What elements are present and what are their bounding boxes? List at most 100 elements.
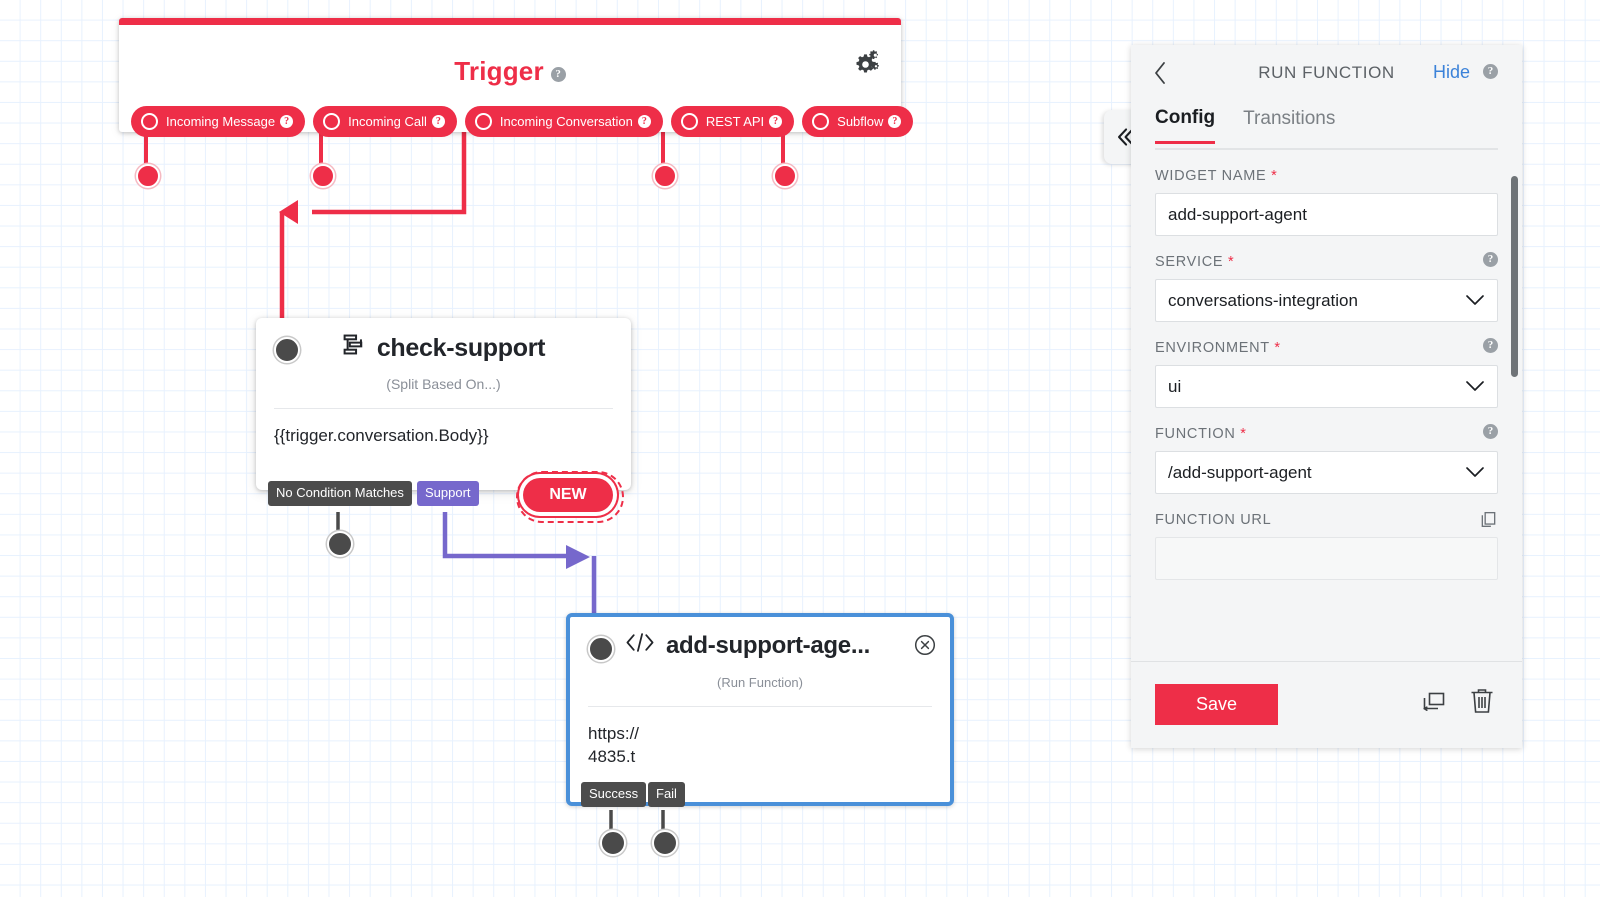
node-url: https:// 4835.t <box>570 707 950 769</box>
field-label: FUNCTION URL <box>1155 512 1498 528</box>
divider <box>588 706 932 707</box>
help-glyph: ? <box>1483 252 1498 267</box>
panel-header: RUN FUNCTION Hide ? <box>1131 45 1522 102</box>
help-icon[interactable]: ? <box>888 115 902 128</box>
function-select[interactable]: /add-support-agent <box>1155 451 1498 494</box>
environment-help-icon[interactable]: ? <box>1483 338 1498 356</box>
trigger-output-dot-rest-api[interactable] <box>653 164 677 188</box>
node-title-row: add-support-age... <box>570 631 1004 661</box>
help-glyph: ? <box>1483 424 1498 439</box>
node-header: check-support <box>256 318 631 380</box>
divider <box>274 408 613 409</box>
label-text: ENVIRONMENT <box>1155 340 1270 356</box>
trigger-output-dot-incoming-call[interactable] <box>311 164 335 188</box>
node-input-handle[interactable] <box>274 337 300 363</box>
trigger-pill-label: Incoming Message <box>166 114 276 129</box>
panel-tab-bar: Config Transitions <box>1155 102 1498 150</box>
panel-scrollbar-thumb[interactable] <box>1511 176 1518 377</box>
label-text: SERVICE <box>1155 254 1224 270</box>
trigger-help-icon[interactable]: ? <box>550 67 566 82</box>
field-service: SERVICE * ? conversations-integration <box>1155 252 1498 322</box>
trigger-title-row: Trigger? <box>119 56 901 87</box>
node-add-support-agent[interactable]: add-support-age... (Run Function) https:… <box>566 613 954 806</box>
trigger-pill-list: Incoming Message ? Incoming Call ? Incom… <box>131 106 914 137</box>
field-label: SERVICE * <box>1155 254 1498 270</box>
output-tab-support[interactable]: Support <box>417 481 479 507</box>
node-check-support[interactable]: check-support (Split Based On...) {{trig… <box>256 318 631 490</box>
trigger-accent-bar <box>119 18 901 25</box>
field-function-url: FUNCTION URL <box>1155 510 1498 580</box>
required-asterisk: * <box>1271 168 1278 184</box>
trigger-card[interactable]: Trigger? Incoming Message ? Incoming Cal… <box>119 18 914 137</box>
radio-icon <box>812 113 830 130</box>
output-tab-success[interactable]: Success <box>581 782 647 808</box>
new-transition-button[interactable]: NEW <box>523 478 613 512</box>
panel-scroll-area[interactable]: WIDGET NAME * add-support-agent SERVICE … <box>1131 148 1522 707</box>
required-asterisk: * <box>1240 426 1247 442</box>
output-endpoint-success[interactable] <box>600 830 626 856</box>
run-function-panel[interactable]: RUN FUNCTION Hide ? Config Transitions W… <box>1131 45 1522 748</box>
trigger-output-dot-incoming-message[interactable] <box>136 164 160 188</box>
select-value: ui <box>1168 376 1182 396</box>
trigger-pill-subflow[interactable]: Subflow ? <box>802 106 914 137</box>
copy-icon[interactable] <box>1479 510 1498 534</box>
trigger-pill-label: Subflow <box>837 114 884 129</box>
output-tab-no-condition-matches[interactable]: No Condition Matches <box>268 481 412 507</box>
node-expression: {{trigger.conversation.Body}} <box>274 426 489 445</box>
trigger-pill-incoming-conversation[interactable]: Incoming Conversation ? <box>464 106 663 137</box>
tab-config[interactable]: Config <box>1155 107 1216 144</box>
panel-footer: Save <box>1131 661 1522 748</box>
output-endpoint-fail[interactable] <box>652 830 678 856</box>
help-icon[interactable]: ? <box>431 115 445 128</box>
node-subtitle: (Run Function) <box>717 675 803 690</box>
node-subtitle: (Split Based On...) <box>386 376 501 392</box>
input-value: add-support-agent <box>1168 204 1307 224</box>
node-url-line1: https:// <box>588 724 640 743</box>
environment-select[interactable]: ui <box>1155 365 1498 408</box>
node-url-line2: 4835.t <box>588 746 636 766</box>
service-select[interactable]: conversations-integration <box>1155 279 1498 322</box>
help-glyph: ? <box>1483 338 1498 353</box>
split-based-on-icon <box>342 332 367 364</box>
field-widget-name: WIDGET NAME * add-support-agent <box>1155 168 1498 236</box>
close-circle-icon[interactable] <box>914 634 936 656</box>
trigger-pill-label: Incoming Call <box>348 114 427 129</box>
chevron-down-icon <box>1465 378 1485 398</box>
field-function: FUNCTION * ? /add-support-agent <box>1155 424 1498 494</box>
field-label: FUNCTION * <box>1155 426 1498 442</box>
radio-icon <box>323 113 341 130</box>
node-input-handle[interactable] <box>588 636 614 662</box>
help-icon[interactable]: ? <box>280 115 294 128</box>
double-chevron-left-icon <box>1118 128 1134 146</box>
widget-name-input[interactable]: add-support-agent <box>1155 193 1498 236</box>
select-value: conversations-integration <box>1168 290 1358 310</box>
radio-icon <box>474 113 492 130</box>
help-icon[interactable]: ? <box>769 115 783 128</box>
duplicate-icon[interactable] <box>1418 686 1448 716</box>
output-tab-fail[interactable]: Fail <box>648 782 685 808</box>
chevron-left-icon[interactable] <box>1149 60 1173 86</box>
tab-transitions[interactable]: Transitions <box>1243 108 1336 129</box>
help-glyph: ? <box>1483 64 1498 79</box>
function-help-icon[interactable]: ? <box>1483 424 1498 442</box>
trigger-pill-incoming-message[interactable]: Incoming Message ? <box>131 106 306 137</box>
chevron-down-icon <box>1465 292 1485 312</box>
trigger-pill-rest-api[interactable]: REST API ? <box>670 106 795 137</box>
chevron-down-icon <box>1465 464 1485 484</box>
help-icon[interactable]: ? <box>637 115 651 128</box>
field-environment: ENVIRONMENT * ? ui <box>1155 338 1498 408</box>
save-button[interactable]: Save <box>1155 684 1278 725</box>
trigger-pill-incoming-call[interactable]: Incoming Call ? <box>313 106 457 137</box>
hide-link[interactable]: Hide <box>1432 62 1470 82</box>
trigger-output-dot-subflow[interactable] <box>773 164 797 188</box>
panel-help-icon[interactable]: ? <box>1483 64 1498 82</box>
service-help-icon[interactable]: ? <box>1483 252 1498 270</box>
config-form: WIDGET NAME * add-support-agent SERVICE … <box>1131 148 1522 580</box>
function-url-input[interactable] <box>1155 537 1498 580</box>
gears-icon[interactable] <box>851 48 881 78</box>
trash-icon[interactable] <box>1468 686 1496 716</box>
trigger-pill-label: REST API <box>705 114 765 129</box>
output-endpoint-no-condition-matches[interactable] <box>327 531 353 557</box>
label-text: WIDGET NAME <box>1155 168 1267 184</box>
node-header: add-support-age... <box>570 617 950 679</box>
